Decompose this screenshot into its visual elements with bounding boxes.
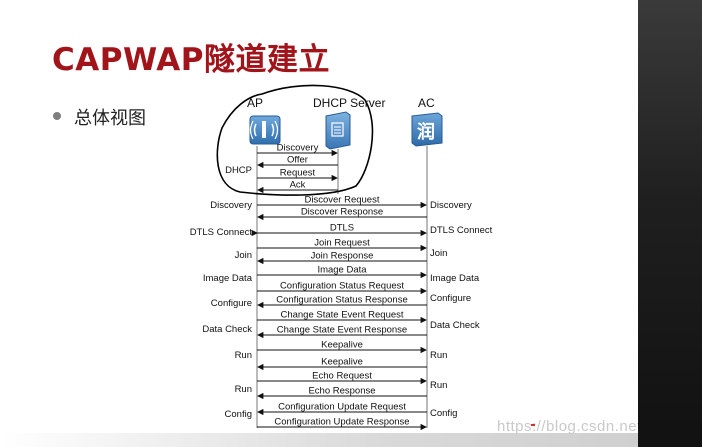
message-label: Join Request: [314, 238, 370, 249]
ap-phase-label: DTLS Connect: [190, 227, 253, 238]
ap-phase-label: Run: [235, 384, 252, 395]
message-label: Offer: [287, 155, 308, 166]
message-label: DTLS: [330, 223, 354, 234]
dhcp-server-icon: [325, 111, 351, 150]
ap-phase-label: Image Data: [203, 273, 253, 284]
footer-bar: [0, 433, 638, 447]
message-label: Change State Event Request: [280, 310, 403, 321]
ac-phase-label: Data Check: [430, 320, 480, 331]
message-label: Configuration Status Response: [276, 295, 408, 306]
ac-phase-label: DTLS Connect: [430, 225, 493, 236]
bullet-icon: [53, 112, 61, 120]
slide: CAPWAP隧道建立 总体视图 AP DHCP Server AC: [0, 42, 698, 447]
message-label: Configuration Update Request: [278, 402, 406, 413]
entity-ap-label: AP: [247, 96, 263, 110]
message-label: Keepalive: [321, 340, 363, 351]
ac-phase-label: Image Data: [430, 273, 480, 284]
message-label: Image Data: [317, 265, 367, 276]
ap-phase-label: Data Check: [202, 324, 252, 335]
ac-phase-label: Run: [430, 380, 447, 391]
message-label: Discover Response: [301, 207, 383, 218]
annotation-circle: [216, 84, 374, 196]
ap-phase-label: Config: [225, 409, 252, 420]
ac-phase-label: Run: [430, 350, 447, 361]
message-label: Keepalive: [321, 357, 363, 368]
message-label: Discover Request: [305, 195, 380, 206]
ap-phase-label: Run: [235, 350, 252, 361]
ap-icon: [249, 115, 281, 145]
slide-title: CAPWAP隧道建立: [52, 42, 330, 78]
message-label: Configuration Status Request: [280, 281, 404, 292]
entity-ac-label: AC: [418, 96, 435, 110]
message-label: Join Response: [311, 251, 374, 262]
dark-sidebar: [638, 0, 702, 447]
message-label: Discovery: [277, 143, 319, 154]
bullet-text: 总体视图: [74, 108, 146, 129]
entity-dhcp-label: DHCP Server: [313, 96, 385, 110]
ac-icon-glyph: 润: [417, 121, 435, 142]
message-label: Change State Event Response: [277, 325, 407, 336]
ac-phase-label: Discovery: [430, 200, 472, 211]
ac-phase-label: Configure: [430, 293, 471, 304]
message-label: Request: [280, 168, 316, 179]
ac-icon: 润: [411, 112, 443, 147]
ap-phase-label: DHCP: [225, 165, 252, 176]
watermark-mark: [531, 424, 535, 426]
message-label: Configuration Update Response: [274, 417, 409, 428]
ac-phase-label: Join: [430, 248, 447, 259]
ap-phase-label: Join: [235, 250, 252, 261]
message-label: Echo Request: [312, 371, 372, 382]
ac-phase-label: Config: [430, 408, 457, 419]
ap-phase-label: Discovery: [210, 200, 252, 211]
message-label: Echo Response: [308, 386, 375, 397]
message-label: Ack: [290, 180, 306, 191]
ap-phase-label: Configure: [211, 298, 252, 309]
sequence-diagram: AP DHCP Server AC 润 Discov: [190, 84, 493, 431]
